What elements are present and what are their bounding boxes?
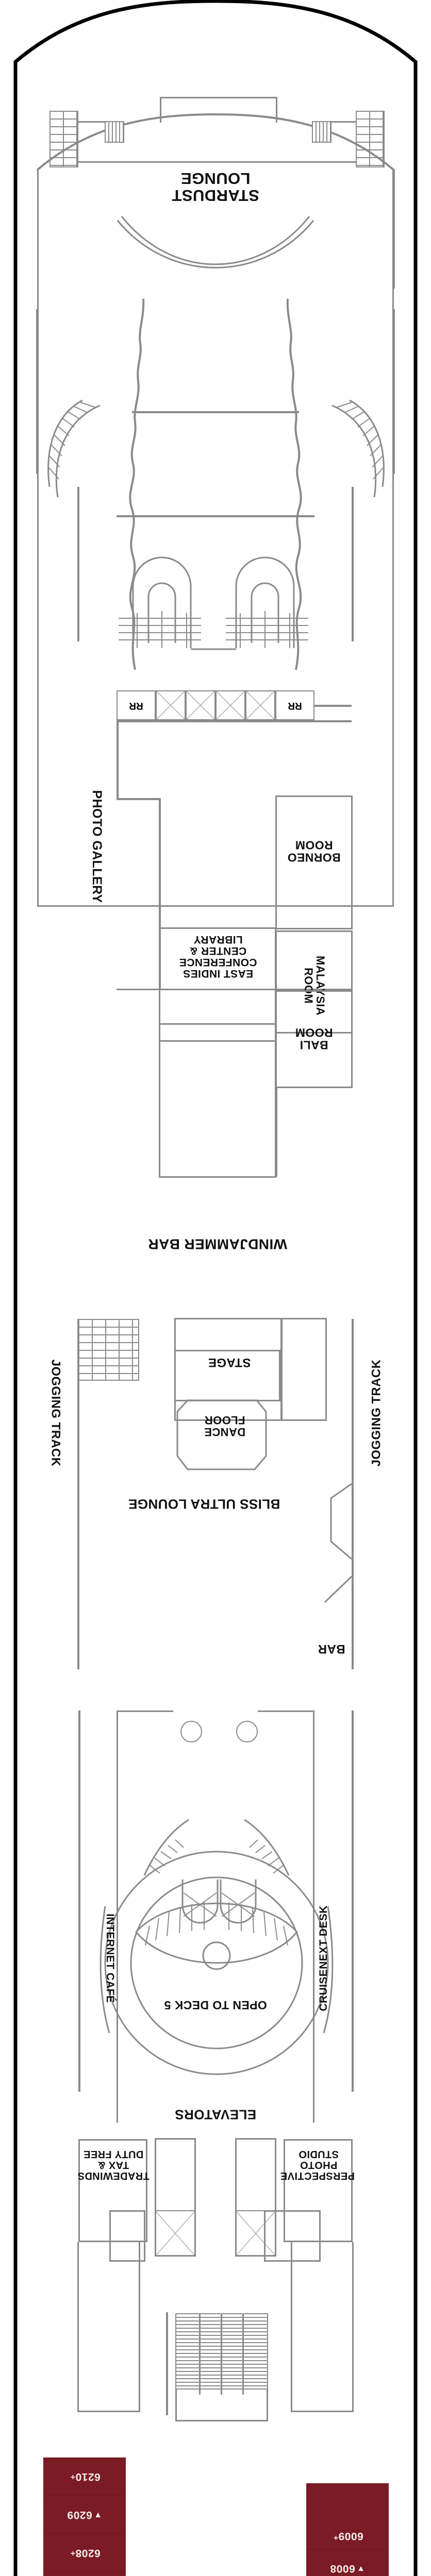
photo-gallery-wall-a xyxy=(117,722,119,800)
east-indies-conference-center-library xyxy=(159,927,276,1042)
arch-structures xyxy=(119,556,308,650)
label-jogging-track-port: JOGGING TRACK xyxy=(48,1359,63,1467)
windjammer-room xyxy=(159,1023,276,1178)
label-stardust-lounge: STARDUST LOUNGE xyxy=(172,170,259,205)
cabin-number: 6209 xyxy=(67,2509,92,2521)
stern-vent-port xyxy=(105,121,124,143)
corridor-right-stub xyxy=(314,705,352,707)
cabin-number: 6210 xyxy=(75,2471,101,2483)
cabin-marker: ▼ xyxy=(356,2564,366,2573)
corridor-base-line xyxy=(117,720,352,722)
forward-stair-rail-a xyxy=(199,2313,201,2395)
photo-gallery-wall-b xyxy=(117,798,161,800)
cabin-column-starboard-upper: ▼6001 ▼6002 ▼6003 ▼6004 ▼6005 ▼6006 ▼600… xyxy=(306,2483,389,2576)
stern-vent-starboard xyxy=(312,121,331,143)
forward-stair-rail-c xyxy=(242,2313,244,2395)
restroom-starboard: RR xyxy=(275,690,314,720)
elevator-car-starboard xyxy=(235,2210,276,2257)
deck-edge-port-mid xyxy=(77,487,79,641)
funnel-cross-line-1 xyxy=(132,411,299,413)
bar-shape xyxy=(324,1483,353,1603)
cabin-6210[interactable]: 6210+ xyxy=(43,2458,126,2496)
stair-wing-port xyxy=(47,399,101,498)
label-elevators: ELEVATORS xyxy=(174,2107,257,2123)
dance-floor-shape xyxy=(176,1399,267,1470)
cabin-marker: + xyxy=(70,2472,76,2482)
cabin-column-port-upper: ▼6201 ▼6202 ▼6203 ▼6204 ▼6205 ▼6206 ▼620… xyxy=(43,2458,126,2576)
forward-corridor-starboard xyxy=(291,2242,354,2412)
atrium-edge-starboard xyxy=(352,1710,354,2092)
stern-deck-line-2 xyxy=(330,121,357,123)
jogging-track-line-starboard xyxy=(352,1319,354,1669)
corridor-x-3 xyxy=(216,690,245,720)
label-bali-room: BALI ROOM xyxy=(295,1026,333,1052)
atrium-wall-starboard xyxy=(258,1710,314,2123)
stern-window-block-port xyxy=(49,111,78,167)
label-cruisenext-desk: CRUISENEXT DESK xyxy=(317,1905,329,2011)
label-tradewinds: TRADEWINDS TAX & DUTY FREE xyxy=(77,2148,150,2181)
galley-grid xyxy=(78,1319,139,1381)
funnel-cross-line-2 xyxy=(117,515,314,517)
atrium-column-port xyxy=(180,1721,202,1742)
stern-deck-line-3 xyxy=(78,161,356,163)
cabin-6208[interactable]: 6208+ xyxy=(43,2534,126,2572)
label-bliss-ultra-lounge: BLISS ULTRA LOUNGE xyxy=(128,1496,280,1512)
borneo-room xyxy=(275,795,353,929)
label-bar: BAR xyxy=(318,1642,345,1656)
stardust-arc xyxy=(117,216,314,268)
deck-edge-port-upper xyxy=(36,309,38,474)
cabin-marker: + xyxy=(333,2533,339,2542)
stern-window-block-starboard xyxy=(356,111,385,167)
stern-deck-line-1 xyxy=(78,121,106,123)
photo-gallery-wall-c xyxy=(159,798,161,989)
atrium-column-starboard xyxy=(236,1721,258,1742)
galley-divider xyxy=(280,1318,283,1421)
cabin-6008[interactable]: ▼6008 xyxy=(306,2549,389,2576)
cabin-6207[interactable]: ▼6207 xyxy=(43,2572,126,2576)
label-east-indies: EAST INDIES CONFERENCE CENTER & LIBRARY xyxy=(179,934,257,980)
corridor-x-1 xyxy=(156,690,186,720)
cabin-number: 6008 xyxy=(329,2563,355,2575)
label-borneo-room: BORNEO ROOM xyxy=(287,838,341,865)
stair-wing-starboard xyxy=(331,399,385,498)
tradewinds-tax-duty-free xyxy=(78,2139,147,2242)
cabin-marker: ▼ xyxy=(93,2511,103,2520)
label-windjammer-bar: WINDJAMMER BAR xyxy=(147,1236,288,1252)
stern-platform xyxy=(160,97,277,123)
cabin-marker: + xyxy=(70,2549,76,2558)
cabin-6209[interactable]: ▼6209 xyxy=(43,2496,126,2534)
label-photo-gallery: PHOTO GALLERY xyxy=(90,790,105,903)
atrium-ramps xyxy=(143,1819,290,1876)
stardust-structure-outline xyxy=(37,170,394,907)
elevator-car-port xyxy=(155,2210,196,2257)
atrium-wall-port xyxy=(117,1710,173,2123)
forward-centerline xyxy=(166,2312,168,2415)
label-internet-cafe: INTERNET CAFÉ xyxy=(104,1913,117,2003)
deck-edge-starboard-mid xyxy=(352,487,354,641)
cabin-number: 6208 xyxy=(75,2547,101,2560)
label-dance-floor: DANCE FLOOR xyxy=(204,1414,246,1439)
jogging-track-line-port xyxy=(77,1319,79,1669)
cabin-6009[interactable]: 6009+ xyxy=(306,2483,389,2549)
label-open-to-deck-5: OPEN TO DECK 5 xyxy=(164,1998,267,2012)
label-jogging-track-starboard: JOGGING TRACK xyxy=(369,1359,384,1467)
forward-stair-rail-b xyxy=(221,2313,222,2395)
corridor-x-4 xyxy=(245,690,275,720)
funnel-outline xyxy=(129,298,302,670)
forward-corridor-port xyxy=(77,2242,140,2412)
windjammer-wall xyxy=(275,1088,277,1177)
restroom-port: RR xyxy=(117,690,156,720)
forward-cabin-blockA xyxy=(109,2210,145,2262)
label-perspective-photo-studio: PERSPECTIVE PHOTO STUDIO xyxy=(280,2148,355,2181)
deck-edge-starboard-upper xyxy=(393,309,395,474)
corridor-x-2 xyxy=(186,690,216,720)
label-stage: STAGE xyxy=(208,1355,251,1370)
cabin-number: 6009 xyxy=(338,2530,363,2542)
perspective-photo-studio xyxy=(284,2139,353,2242)
atrium-edge-port xyxy=(78,1710,80,2092)
atrium-circle xyxy=(100,1851,334,2075)
forward-cabin-blockB xyxy=(264,2210,321,2262)
photo-gallery-room xyxy=(117,722,352,990)
